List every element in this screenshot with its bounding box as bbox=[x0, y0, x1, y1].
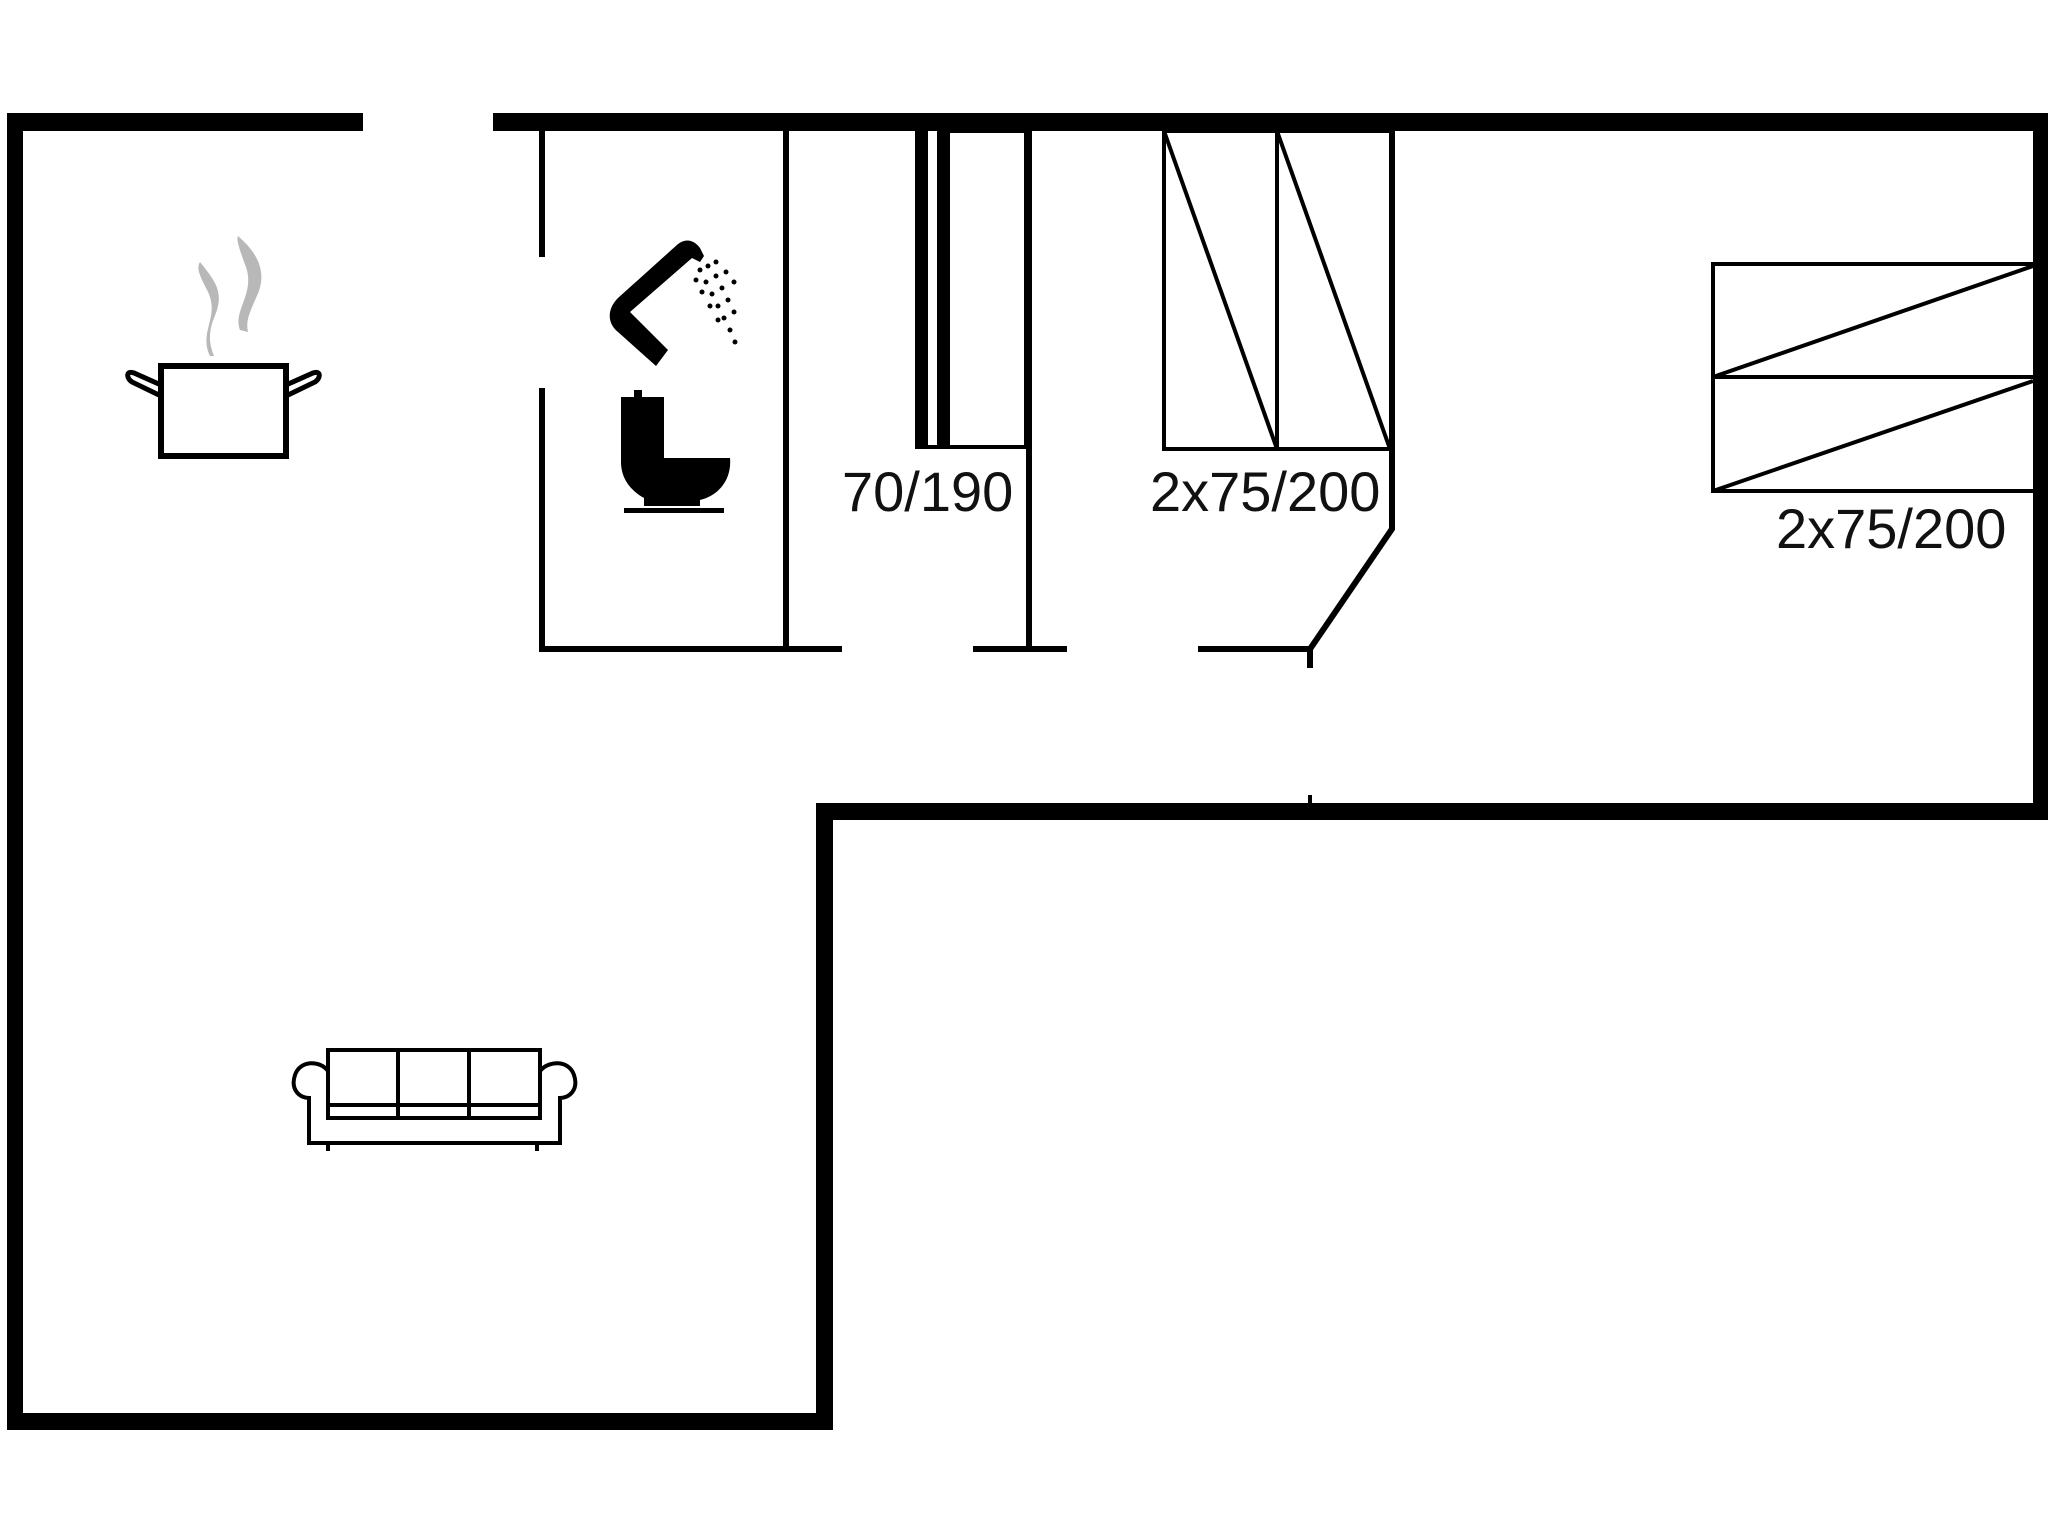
bed-diagonal-2 bbox=[1712, 379, 2034, 493]
toilet-base bbox=[624, 508, 724, 513]
toilet-body bbox=[621, 397, 731, 506]
bed-label-2x75-200: 2x75/200 bbox=[1150, 460, 1380, 523]
bed-bar-1 bbox=[915, 131, 928, 447]
shower-icon bbox=[609, 240, 738, 366]
pot-body bbox=[158, 363, 289, 459]
steam-right bbox=[237, 236, 262, 332]
left-wall bbox=[7, 113, 23, 1430]
interior-walls bbox=[539, 131, 1395, 805]
bedroom2-wall-angled bbox=[1307, 131, 1395, 668]
bottom-wall bbox=[7, 1413, 833, 1430]
pot-icon bbox=[125, 236, 322, 459]
toilet-icon bbox=[621, 390, 731, 513]
shower-spray bbox=[693, 259, 738, 345]
pot-handle-right bbox=[284, 369, 322, 399]
double-bed-icon: 2x75/200 bbox=[1711, 262, 2037, 560]
bed-bar-2 bbox=[937, 131, 950, 447]
bed-diagonal-1 bbox=[1162, 130, 1279, 450]
step-wall-horizontal bbox=[816, 803, 2048, 820]
shower-head bbox=[609, 240, 704, 366]
sofa-arms-base bbox=[291, 1061, 578, 1145]
bed-label-2x75-200: 2x75/200 bbox=[1776, 497, 2006, 560]
top-wall-right bbox=[493, 113, 2048, 131]
top-wall-left bbox=[7, 113, 363, 131]
bed-label-70-190: 70/190 bbox=[842, 460, 1013, 523]
bed-outline bbox=[915, 129, 1028, 449]
sofa-back bbox=[326, 1048, 542, 1120]
single-bed-icon: 70/190 bbox=[842, 129, 1028, 523]
pot-handle-left bbox=[125, 369, 163, 399]
bed-diagonal-1 bbox=[1712, 264, 2034, 379]
exterior-walls bbox=[7, 113, 2048, 1430]
double-bed-icon: 2x75/200 bbox=[1150, 129, 1394, 523]
step-wall-vertical bbox=[816, 803, 833, 1430]
sofa-icon bbox=[291, 1048, 578, 1151]
steam-left bbox=[198, 262, 219, 356]
toilet-knob bbox=[634, 390, 642, 398]
bed-diagonal-2 bbox=[1275, 130, 1392, 450]
